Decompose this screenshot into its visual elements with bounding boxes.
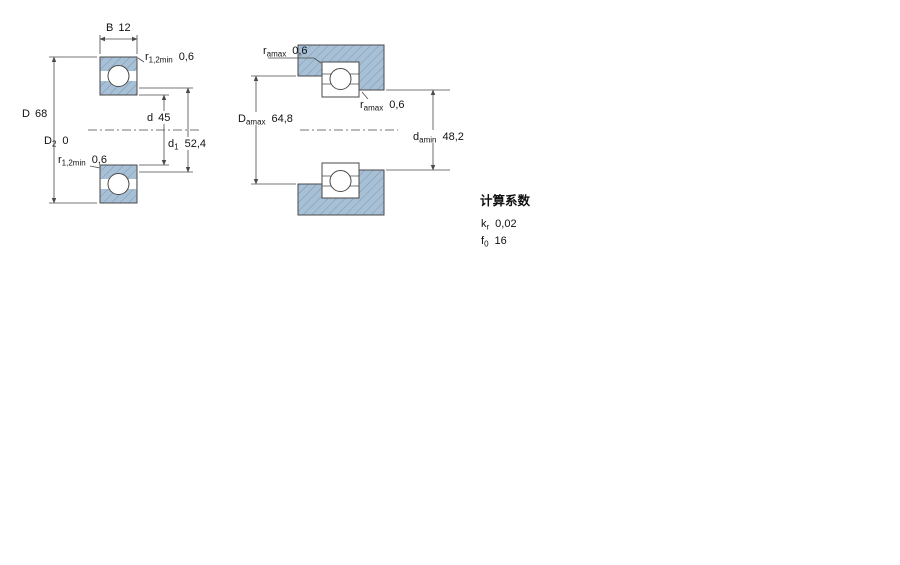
leader-ra-top — [268, 57, 322, 64]
leader-r-bottom — [89, 165, 101, 169]
label-bg — [145, 111, 175, 124]
label-bg — [236, 112, 300, 125]
label-bg — [166, 137, 211, 150]
leader-ra-mid — [361, 91, 369, 100]
ball-bottom — [107, 173, 130, 195]
label-bg — [411, 130, 475, 143]
factors-title: 计算系数 — [480, 193, 531, 208]
leader-r-top — [137, 57, 145, 63]
ball-top — [329, 68, 352, 90]
ball-top — [107, 65, 130, 87]
ball-bottom — [329, 170, 352, 192]
